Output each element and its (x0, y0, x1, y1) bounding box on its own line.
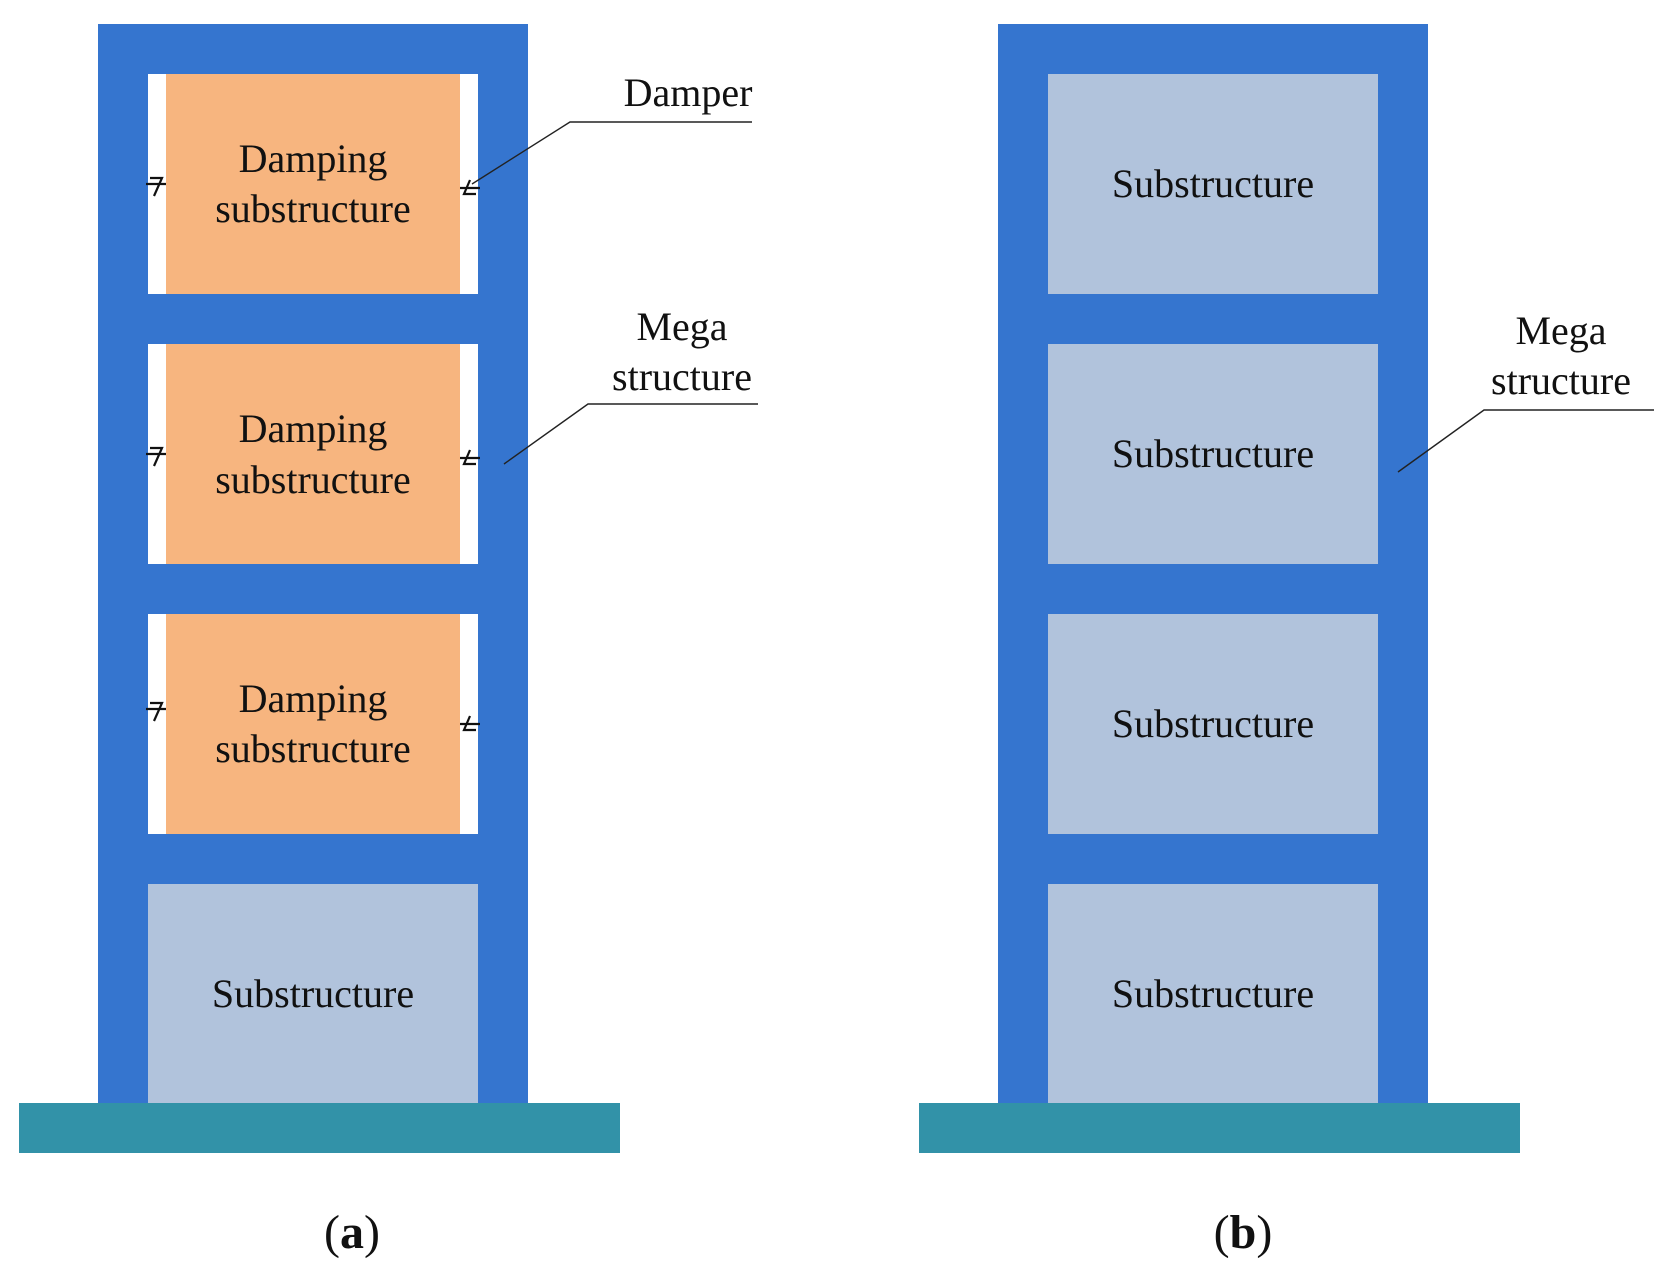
floor-a-2-label-line1: Damping (239, 406, 388, 451)
panel-b-caption-letter: b (1230, 1206, 1257, 1259)
damper-icon-a-3-left (146, 701, 166, 722)
ground-slab-b (919, 1103, 1520, 1153)
substructure-b-3 (1048, 614, 1378, 834)
substructure-a-4 (148, 884, 478, 1103)
damper-icon-a-2-right (460, 449, 480, 466)
mega-structure-b-label-line1: Mega (1515, 308, 1606, 353)
floor-b-4-label: Substructure (1112, 971, 1314, 1016)
ground-slab-a (19, 1103, 620, 1153)
floor-a-1-label-line1: Damping (239, 136, 388, 181)
damping-substructure-a-2 (166, 344, 460, 564)
damper-icon-a-3-right (460, 715, 480, 732)
floor-b-2-label: Substructure (1112, 431, 1314, 476)
mega-structure-b-label-line2: structure (1491, 358, 1631, 403)
substructure-b-2 (1048, 344, 1378, 564)
damper-leader-line (471, 121, 752, 185)
damper-icon-a-2-left (146, 446, 166, 467)
floor-b-1-label: Substructure (1112, 161, 1314, 206)
damping-substructure-a-3 (166, 614, 460, 834)
floor-a-1-label-line2: substructure (215, 186, 411, 231)
panel-a-caption: (a) (324, 1206, 380, 1259)
panel-a: Damping substructure Damping substructur… (19, 24, 758, 1259)
damper-icon-a-1-left (146, 176, 166, 197)
panel-b: Substructure Substructure Substructure S… (919, 24, 1654, 1259)
substructure-b-4 (1048, 884, 1378, 1103)
damper-icon-a-1-right (460, 179, 480, 196)
floor-b-3-label: Substructure (1112, 701, 1314, 746)
floor-a-4-label: Substructure (212, 971, 414, 1016)
panel-b-caption: (b) (1214, 1206, 1273, 1259)
floor-a-3-label-line1: Damping (239, 676, 388, 721)
floor-a-2-label-line2: substructure (215, 457, 411, 502)
floor-a-3-label-line2: substructure (215, 726, 411, 771)
substructure-b-1 (1048, 74, 1378, 294)
mega-structure-a-label-line1: Mega (636, 304, 727, 349)
panel-a-caption-letter: a (340, 1206, 364, 1259)
mega-structure-a-leader-line (503, 403, 758, 465)
damper-callout-label: Damper (624, 70, 753, 115)
mega-structure-a-label-line2: structure (612, 354, 752, 399)
mega-structure-b-leader-line (1397, 409, 1654, 473)
damping-substructure-a-1 (166, 74, 460, 294)
